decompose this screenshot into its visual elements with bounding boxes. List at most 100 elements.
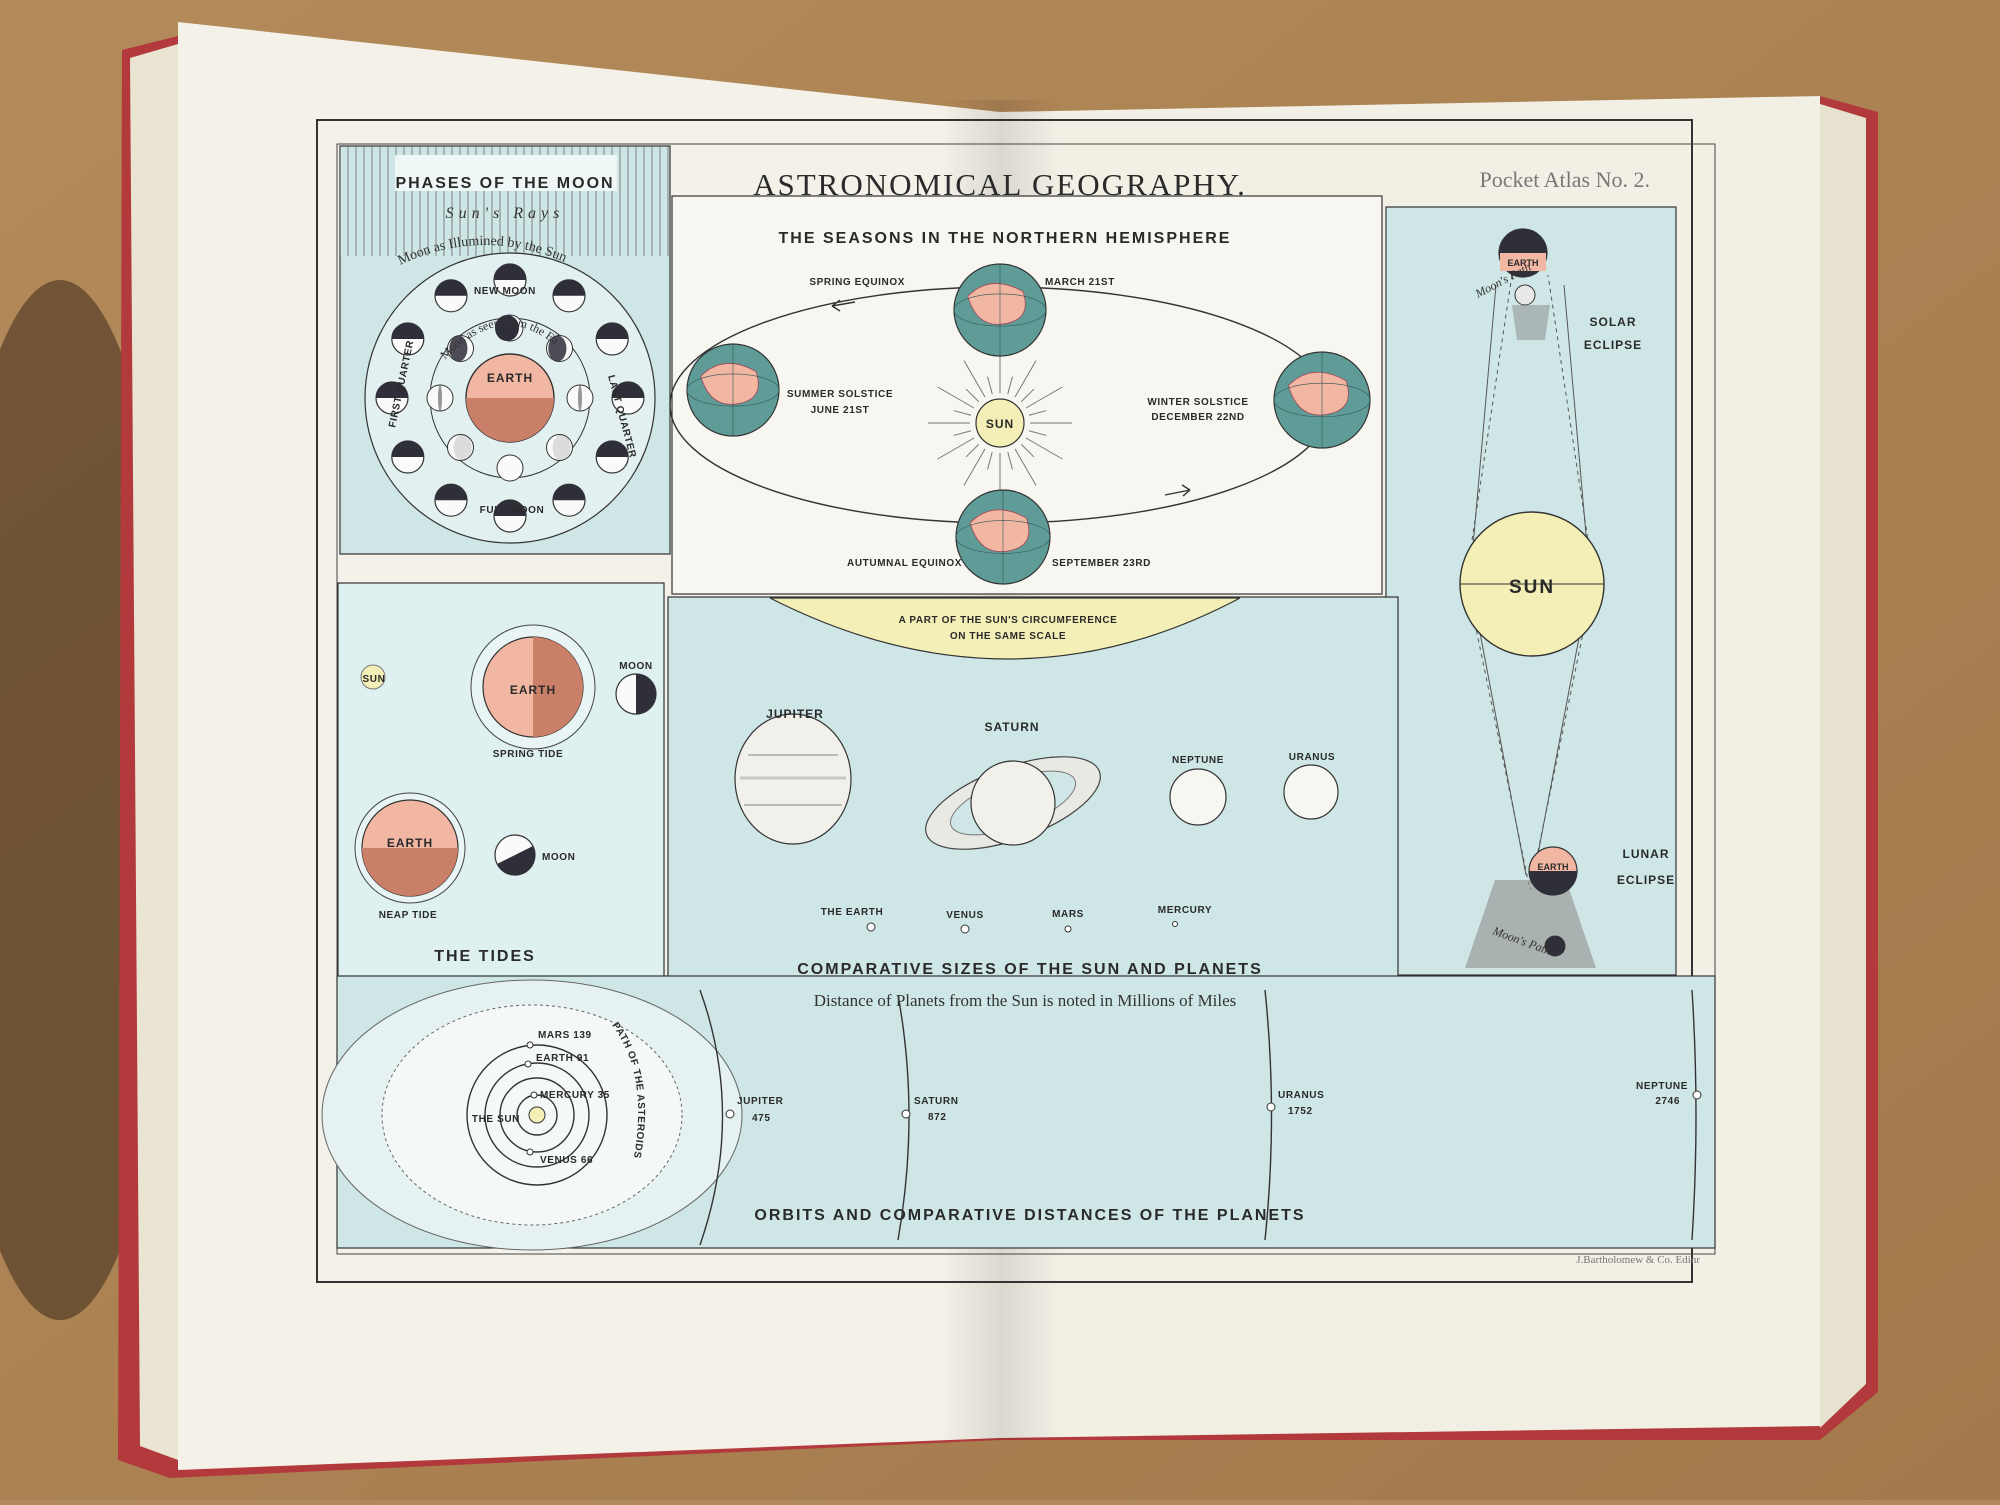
earth-center: EARTH bbox=[465, 353, 555, 443]
sun-ray bbox=[1028, 410, 1047, 416]
mercury-small bbox=[1172, 921, 1178, 927]
neap-tide-moon-shade bbox=[497, 846, 536, 876]
mars-small bbox=[1064, 925, 1072, 933]
sun-ray bbox=[987, 451, 993, 470]
neptune-distance-name: NEPTUNE bbox=[1636, 1081, 1688, 1092]
earth-dot bbox=[524, 1060, 532, 1068]
atlas-reference: Pocket Atlas No. 2. bbox=[1480, 167, 1651, 192]
earth-orbit bbox=[484, 1062, 590, 1168]
solar-eclipse-label: ECLIPSE bbox=[1584, 338, 1642, 352]
sun-circumference-label-1: A PART OF THE SUN'S CIRCUMFERENCE bbox=[899, 615, 1118, 626]
season-earth-land bbox=[969, 509, 1030, 553]
spring-tide-moon-shade bbox=[636, 674, 656, 714]
sizes-title: COMPARATIVE SIZES OF THE SUN AND PLANETS bbox=[797, 961, 1263, 978]
inner-moon-shadow bbox=[449, 335, 468, 362]
saturn-distance-value: 872 bbox=[928, 1112, 947, 1123]
sun-ray bbox=[953, 430, 972, 436]
outer-moon-shadow bbox=[376, 382, 408, 398]
jupiter-dot bbox=[725, 1109, 735, 1119]
june-label: JUNE 21ST bbox=[811, 405, 870, 416]
sun-circumference-label-2: ON THE SAME SCALE bbox=[950, 631, 1066, 642]
page-edges-left bbox=[130, 44, 178, 1460]
spring-tide-label: SPRING TIDE bbox=[493, 749, 564, 760]
eclipses-panel: SUN EARTH Moon's Path SOLAR ECLIPSE EART… bbox=[1385, 206, 1677, 976]
saturn-dot bbox=[901, 1109, 911, 1119]
solar-earth-label: EARTH bbox=[1508, 258, 1539, 268]
winter-solstice-label: WINTER SOLSTICE bbox=[1147, 397, 1248, 408]
tides-panel: SUN EARTH MOON SPRING TIDE EARTH MOON NE… bbox=[337, 582, 665, 986]
sun-ray bbox=[963, 448, 986, 486]
inner-moon bbox=[447, 433, 475, 461]
summer-solstice-label: SUMMER SOLSTICE bbox=[787, 389, 893, 400]
seasons-sun bbox=[975, 398, 1025, 448]
sun-ray bbox=[1014, 448, 1037, 486]
sun-circumference-arc bbox=[769, 597, 1241, 660]
tides-title: THE TIDES bbox=[434, 948, 536, 965]
mars-orbit bbox=[466, 1044, 608, 1186]
jupiter-orbit bbox=[699, 989, 724, 1246]
lunar-eclipse-earth: EARTH bbox=[1528, 846, 1578, 896]
suns-rays-label: Sun's Rays bbox=[446, 205, 565, 222]
tides-sun-label: SUN bbox=[363, 674, 386, 685]
spring-moon-label: MOON bbox=[619, 661, 653, 672]
map-inner-frame bbox=[336, 143, 1716, 1255]
outer-moon-shadow bbox=[391, 441, 424, 457]
jupiter-bands bbox=[740, 754, 846, 806]
outer-moon-shadow bbox=[391, 323, 424, 339]
inner-moon bbox=[545, 433, 573, 461]
earth-small bbox=[866, 922, 876, 932]
venus-dot bbox=[526, 1148, 534, 1156]
lunar-earth-label: EARTH bbox=[1538, 862, 1569, 872]
saturn bbox=[970, 760, 1056, 846]
season-earth-land bbox=[1287, 371, 1349, 416]
tides-sun bbox=[360, 664, 386, 690]
lunar-label: LUNAR bbox=[1623, 847, 1670, 861]
sun-ray bbox=[963, 360, 986, 398]
sun-ray bbox=[953, 410, 972, 416]
spring-earth-label: EARTH bbox=[510, 683, 556, 697]
season-earth-land bbox=[967, 283, 1026, 325]
seasons-title: THE SEASONS IN THE NORTHERN HEMISPHERE bbox=[779, 230, 1232, 247]
the-earth-label: THE EARTH bbox=[821, 907, 884, 918]
sun-ray bbox=[1025, 437, 1063, 460]
inner-moon-shadow bbox=[578, 385, 582, 411]
spring-equinox-label: SPRING EQUINOX bbox=[809, 277, 905, 288]
inner-moon-shadow bbox=[438, 385, 442, 411]
uranus-distance-value: 1752 bbox=[1288, 1106, 1313, 1117]
neptune-label: NEPTUNE bbox=[1172, 755, 1224, 766]
earth-distance-label: EARTH 91 bbox=[536, 1053, 589, 1064]
autumnal-equinox-label: AUTUMNAL EQUINOX bbox=[847, 558, 962, 569]
sun-ray bbox=[937, 437, 975, 460]
outer-moon-shadow bbox=[596, 323, 629, 339]
sun-ray bbox=[937, 386, 975, 409]
mars-dot bbox=[526, 1041, 534, 1049]
publisher-imprint: J.Bartholomew & Co. Edinr bbox=[1576, 1254, 1700, 1266]
phases-title: PHASES OF THE MOON bbox=[395, 175, 614, 192]
outer-moons bbox=[375, 263, 645, 533]
sun-ray bbox=[1020, 388, 1035, 403]
spring-tide-earth-shade bbox=[533, 637, 583, 737]
phases-title-bg bbox=[395, 155, 617, 191]
inner-moon-shadow bbox=[495, 315, 519, 341]
uranus-dot bbox=[1266, 1102, 1276, 1112]
uranus bbox=[1283, 764, 1339, 820]
mars-label: MARS bbox=[1052, 909, 1084, 920]
sun-ray bbox=[1020, 443, 1035, 458]
neptune-dot bbox=[1692, 1090, 1702, 1100]
orbits-sun bbox=[528, 1106, 546, 1124]
jupiter-distance-name: JUPITER bbox=[737, 1096, 784, 1107]
neap-tide-label: NEAP TIDE bbox=[379, 910, 438, 921]
sun-ray bbox=[1007, 451, 1013, 470]
inner-moon-shadow bbox=[548, 335, 567, 362]
december-label: DECEMBER 22ND bbox=[1151, 412, 1244, 423]
the-sun-label: THE SUN bbox=[472, 1114, 520, 1125]
outer-moon-shadow bbox=[494, 264, 526, 280]
neptune-orbit bbox=[1691, 989, 1697, 1241]
outer-moon-shadow bbox=[612, 382, 644, 398]
sun-ray bbox=[1025, 386, 1063, 409]
inner-moon-shadow bbox=[552, 434, 571, 461]
uranus-orbit bbox=[1264, 989, 1273, 1241]
seasons-sun-label: SUN bbox=[986, 417, 1014, 431]
venus-orbit bbox=[499, 1077, 575, 1153]
